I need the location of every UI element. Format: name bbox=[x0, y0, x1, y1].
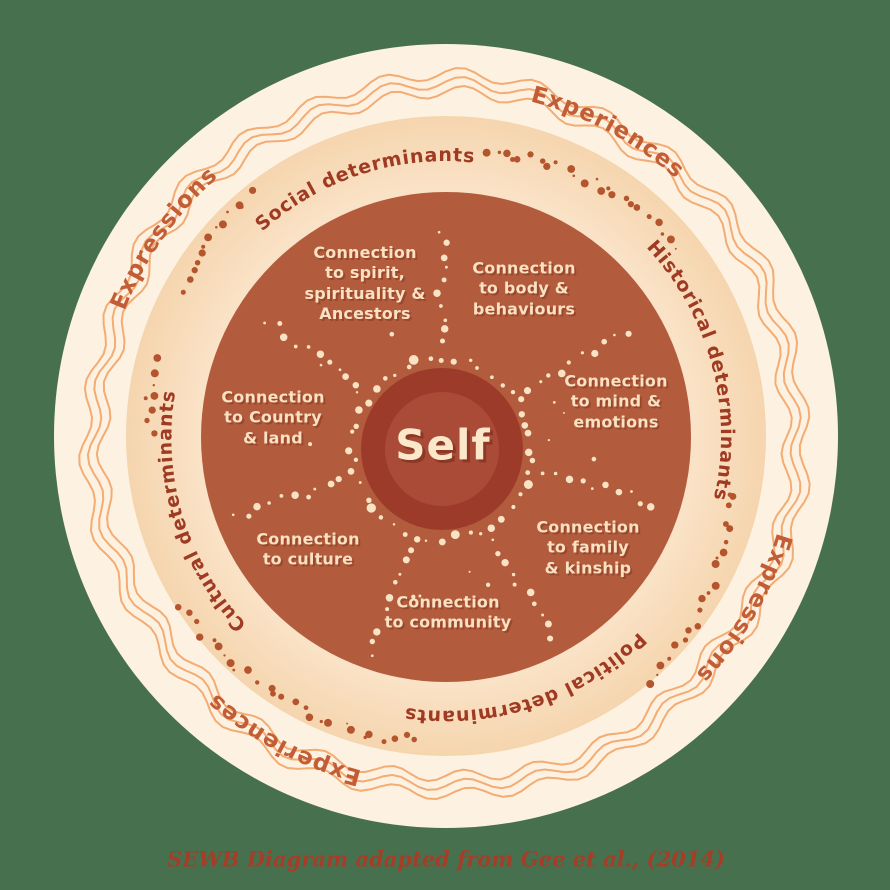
segment-label-country: Connection to Country & land bbox=[221, 387, 325, 448]
segment-label-culture: Connection to culture bbox=[256, 529, 360, 569]
self-circle-inner bbox=[385, 392, 499, 506]
segment-label-mind: Connection to mind & emotions bbox=[564, 371, 668, 432]
segment-label-spirit: Connection to spirit, spirituality & Anc… bbox=[304, 243, 426, 324]
dot-trail-decoration bbox=[143, 148, 737, 745]
segment-label-community: Connection to community bbox=[384, 592, 512, 632]
self-label: Self bbox=[395, 420, 491, 470]
self-dotted-ring bbox=[308, 331, 597, 599]
segment-label-family: Connection to family & kinship bbox=[536, 517, 640, 578]
segment-label-body: Connection to body & behaviours bbox=[472, 258, 576, 319]
wavy-lines-decoration bbox=[78, 67, 811, 801]
segment-divider-dots bbox=[231, 230, 655, 658]
caption: SEWB Diagram adapted from Gee et al., (2… bbox=[167, 846, 725, 872]
